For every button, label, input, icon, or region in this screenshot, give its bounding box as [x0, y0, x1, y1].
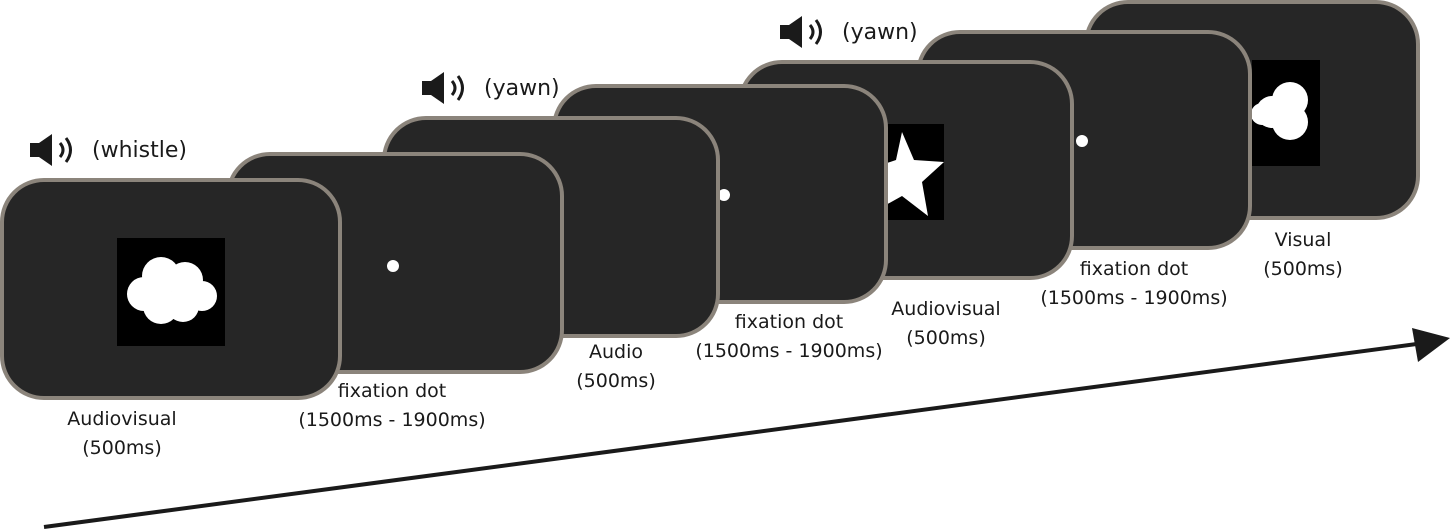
- sound-name: (yawn): [484, 75, 560, 101]
- caption-label: fixation dot: [337, 380, 447, 402]
- fixation-dot: [387, 260, 399, 272]
- stimulus-box: [884, 124, 944, 220]
- sound-label-yawn-2: (yawn): [778, 14, 918, 50]
- caption-fixation-3: fixation dot (1500ms - 1900ms): [1024, 255, 1244, 313]
- speaker-icon: [780, 16, 822, 48]
- caption-audio: Audio (500ms): [556, 338, 676, 396]
- caption-label: Visual: [1274, 229, 1332, 251]
- speaker-icon: [30, 134, 72, 166]
- stimulus-box: [117, 238, 225, 346]
- star-stimulus-icon: [884, 132, 944, 216]
- caption-label: fixation dot: [1079, 258, 1189, 280]
- caption-duration: (500ms): [1263, 258, 1343, 280]
- caption-audiovisual-1: Audiovisual (500ms): [22, 405, 222, 463]
- caption-label: Audiovisual: [891, 298, 1001, 320]
- caption-label: fixation dot: [734, 311, 844, 333]
- fixation-dot: [1076, 135, 1088, 147]
- sound-name: (whistle): [92, 137, 187, 163]
- caption-audiovisual-2: Audiovisual (500ms): [846, 295, 1046, 353]
- caption-duration: (500ms): [906, 327, 986, 349]
- cloud-stimulus-icon: [1252, 82, 1308, 140]
- sound-label-whistle: (whistle): [28, 132, 187, 168]
- caption-label: Audiovisual: [67, 408, 177, 430]
- caption-duration: (1500ms - 1900ms): [1040, 287, 1228, 309]
- caption-visual: Visual (500ms): [1243, 226, 1363, 284]
- sound-label-yawn-1: (yawn): [420, 70, 560, 106]
- caption-fixation-2: fixation dot (1500ms - 1900ms): [679, 308, 899, 366]
- caption-duration: (500ms): [576, 370, 656, 392]
- caption-label: Audio: [588, 341, 643, 363]
- screen-audiovisual-1: [0, 178, 342, 400]
- speaker-icon: [422, 72, 464, 104]
- fixation-dot: [718, 189, 730, 201]
- stimulus-box: [1252, 60, 1320, 166]
- caption-fixation-1: fixation dot (1500ms - 1900ms): [282, 377, 502, 435]
- cloud-stimulus-icon: [127, 257, 217, 324]
- caption-duration: (1500ms - 1900ms): [298, 409, 486, 431]
- sound-name: (yawn): [842, 19, 918, 45]
- caption-duration: (1500ms - 1900ms): [695, 340, 883, 362]
- caption-duration: (500ms): [82, 437, 162, 459]
